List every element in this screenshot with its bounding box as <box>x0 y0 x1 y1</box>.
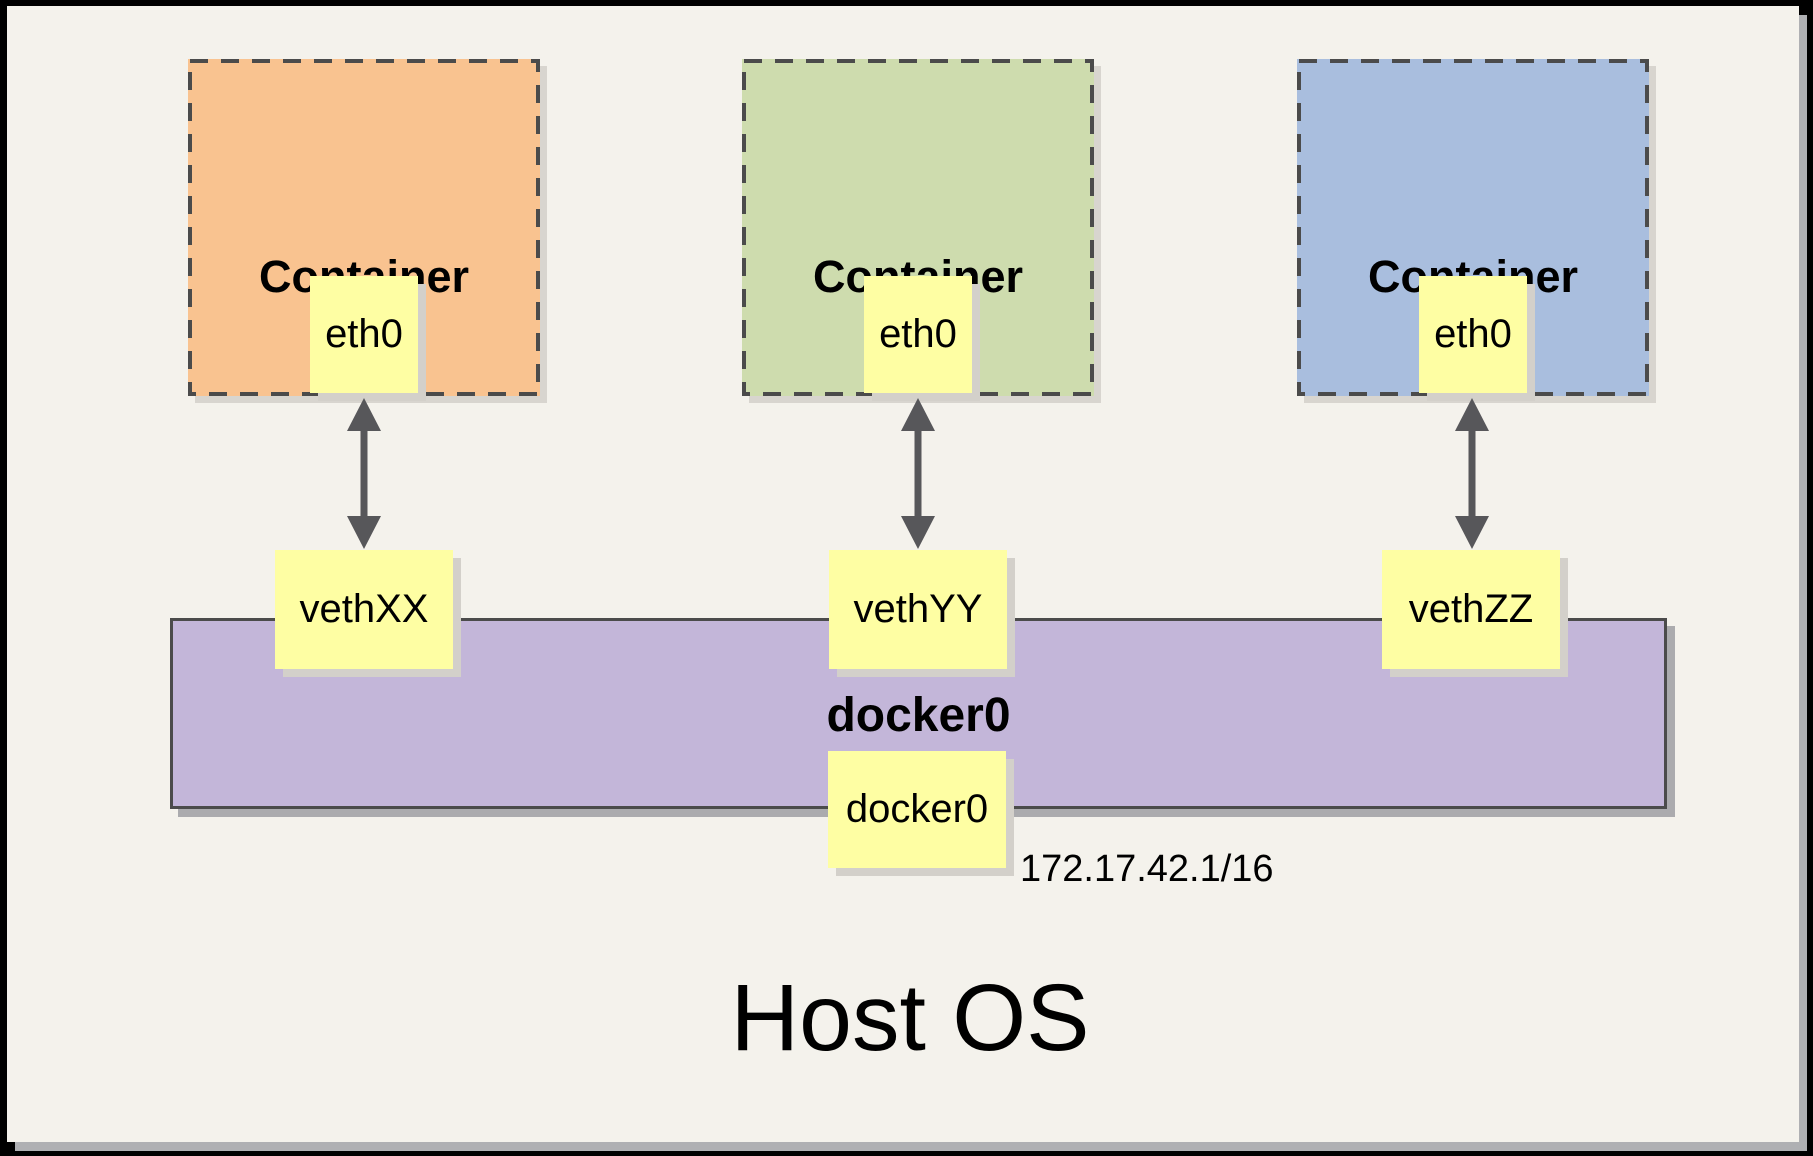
vethzz-label: vethZZ <box>1408 587 1534 631</box>
vethxx-chip: vethXX <box>275 550 453 669</box>
docker0-interface-chip: docker0 <box>828 751 1006 868</box>
bridge-ip-label: 172.17.42.1/16 <box>1020 848 1274 890</box>
vethxx-label: vethXX <box>299 587 429 631</box>
eth0-label: eth0 <box>1434 312 1512 356</box>
host-os-panel: Container eth0 Container eth0 Container … <box>7 6 1799 1142</box>
vethyy-label: vethYY <box>853 587 983 631</box>
eth0-label: eth0 <box>325 312 403 356</box>
double-arrow-icon <box>1455 398 1489 549</box>
docker0-label: docker0 <box>845 787 989 831</box>
container-box-3: Container eth0 <box>1297 59 1649 396</box>
eth0-chip: eth0 <box>310 276 418 393</box>
eth0-label: eth0 <box>879 312 957 356</box>
vethyy-chip: vethYY <box>829 550 1007 669</box>
docker0-bridge-title: docker0 <box>826 689 1011 742</box>
host-os-title: Host OS <box>730 965 1090 1071</box>
double-arrow-icon <box>347 398 381 549</box>
eth0-chip: eth0 <box>1419 276 1527 393</box>
container-box-2: Container eth0 <box>742 59 1094 396</box>
vethzz-chip: vethZZ <box>1382 550 1560 669</box>
double-arrow-icon <box>901 398 935 549</box>
eth0-chip: eth0 <box>864 276 972 393</box>
container-box-1: Container eth0 <box>188 59 540 396</box>
